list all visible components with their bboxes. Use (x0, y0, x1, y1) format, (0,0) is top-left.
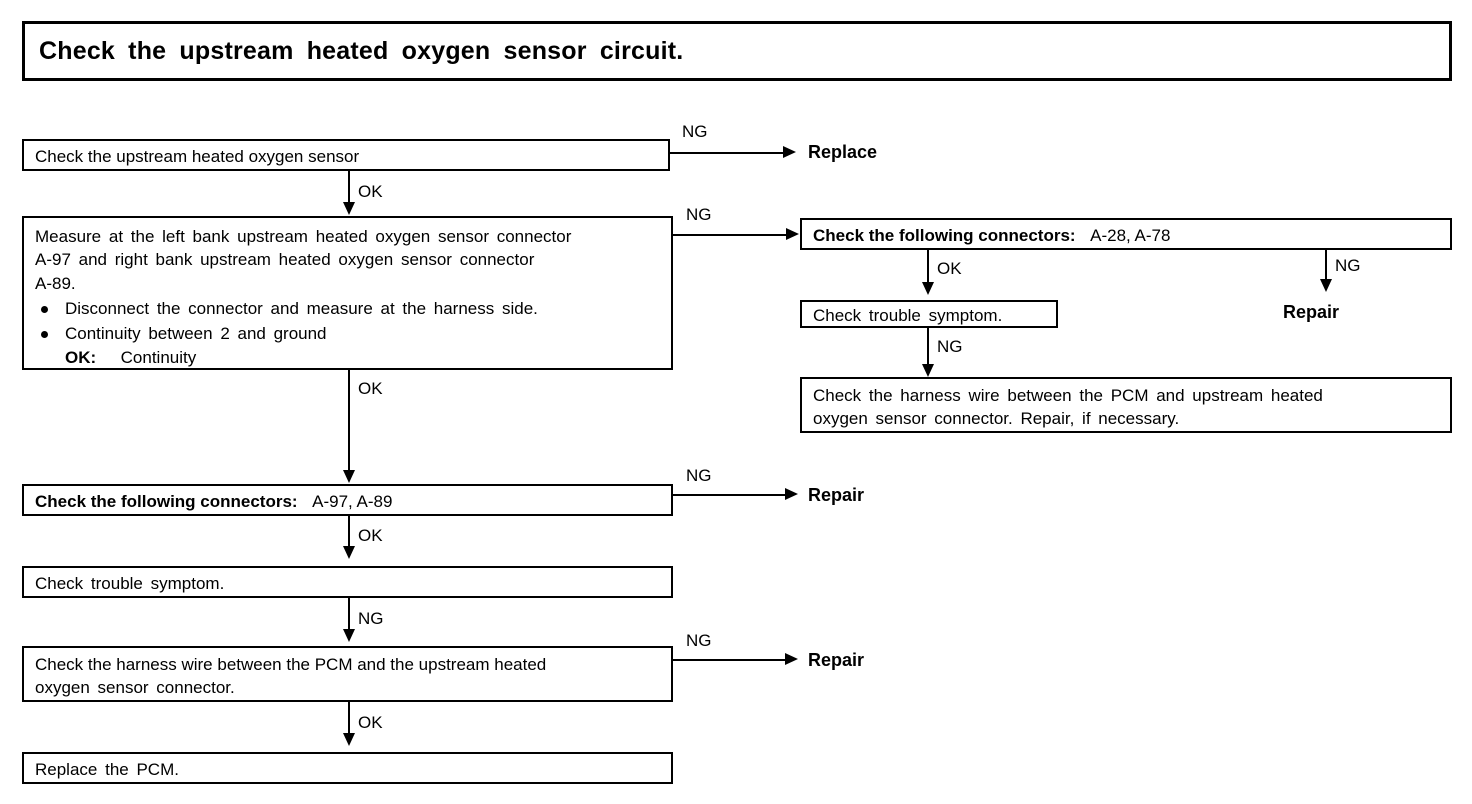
edge-label-ng-2: NG (686, 205, 712, 224)
edge-label-ng-right-1: NG (1335, 256, 1361, 275)
page-title: Check the upstream heated oxygen sensor … (39, 36, 684, 65)
node-check-harness-right-line-1: Check the harness wire between the PCM a… (813, 386, 1323, 405)
bullet-dot-icon (41, 306, 48, 314)
edge-ng-5-arrowhead (785, 653, 798, 665)
edge-ok-1-line (348, 171, 350, 204)
list-item: Disconnect the connector and measure at … (35, 297, 671, 320)
edge-ok-2-arrowhead (343, 470, 355, 483)
edge-label-ok-1: OK (358, 182, 383, 201)
node-measure-connectors[interactable]: Measure at the left bank upstream heated… (22, 216, 673, 370)
edge-label-ng-3: NG (686, 466, 712, 485)
list-item: Continuity between 2 and ground (35, 322, 671, 345)
node-check-upstream-sensor[interactable]: Check the upstream heated oxygen sensor (22, 139, 670, 171)
edge-ng-right-1-arrowhead (1320, 279, 1332, 292)
node-measure-bullet-1: Disconnect the connector and measure at … (65, 299, 538, 319)
node-measure-line-2: A-97 and right bank upstream heated oxyg… (35, 250, 535, 270)
edge-ng-right-2-arrowhead (922, 364, 934, 377)
node-check-harness-left[interactable]: Check the harness wire between the PCM a… (22, 646, 673, 702)
terminal-repair-bottom-left: Repair (808, 650, 865, 670)
node-measure-line-3: A-89. (35, 273, 76, 293)
edge-ok-right-1-arrowhead (922, 282, 934, 295)
edge-ok-2-line (348, 370, 350, 475)
node-measure-ok-value: Continuity (120, 348, 197, 368)
edge-ok-3-line (348, 516, 350, 549)
edge-ng-4-arrowhead (343, 629, 355, 642)
edge-ng-1-line (670, 152, 787, 154)
edge-ng-3-arrowhead (785, 488, 798, 500)
edge-ng-1-arrowhead (783, 146, 796, 158)
node-measure-bullet-2: Continuity between 2 and ground (65, 323, 327, 343)
node-replace-pcm[interactable]: Replace the PCM. (22, 752, 673, 784)
terminal-repair-mid-left: Repair (808, 485, 865, 505)
edge-label-ng-1: NG (682, 122, 708, 141)
edge-ng-4-line (348, 598, 350, 631)
node-check-trouble-symptom-right-text: Check trouble symptom. (813, 306, 1003, 325)
edge-ok-4-arrowhead (343, 733, 355, 746)
node-check-trouble-symptom-left[interactable]: Check trouble symptom. (22, 566, 673, 598)
edge-label-ng-right-2: NG (937, 337, 963, 356)
node-check-connectors-right-label: Check the following connectors: (813, 226, 1076, 245)
node-check-connectors-left-label: Check the following connectors: (35, 492, 298, 511)
node-check-connectors-right-value: A-28, A-78 (1090, 226, 1171, 245)
edge-ok-right-1-line (927, 250, 929, 284)
terminal-repair-right: Repair (1283, 302, 1340, 322)
node-check-connectors-left[interactable]: Check the following connectors: A-97, A-… (22, 484, 673, 516)
edge-label-ok-4: OK (358, 713, 383, 732)
node-check-harness-right-line-2: oxygen sensor connector. Repair, if nece… (813, 409, 1180, 429)
edge-ng-2-arrowhead (786, 228, 799, 240)
edge-ng-2-line (673, 234, 789, 236)
node-check-trouble-symptom-right[interactable]: Check trouble symptom. (800, 300, 1058, 328)
edge-label-ng-5: NG (686, 631, 712, 650)
terminal-replace-top: Replace (808, 142, 878, 162)
node-check-harness-right[interactable]: Check the harness wire between the PCM a… (800, 377, 1452, 433)
bullet-dot-icon (41, 330, 48, 338)
edge-label-ok-3: OK (358, 526, 383, 545)
node-measure-line-1: Measure at the left bank upstream heated… (35, 227, 572, 246)
node-check-trouble-symptom-left-text: Check trouble symptom. (35, 574, 225, 593)
edge-ok-1-arrowhead (343, 202, 355, 215)
node-check-connectors-right[interactable]: Check the following connectors: A-28, A-… (800, 218, 1452, 250)
edge-ng-right-1-line (1325, 250, 1327, 281)
edge-ok-4-line (348, 702, 350, 735)
edge-label-ok-right-1: OK (937, 259, 962, 278)
node-measure-ok-label: OK: (65, 348, 97, 368)
edge-ng-3-line (673, 494, 788, 496)
node-check-harness-left-line-1: Check the harness wire between the PCM a… (35, 655, 547, 674)
page-title-box: Check the upstream heated oxygen sensor … (22, 21, 1452, 81)
edge-label-ng-4: NG (358, 609, 384, 628)
node-replace-pcm-text: Replace the PCM. (35, 760, 179, 779)
edge-label-ok-2: OK (358, 379, 383, 398)
edge-ok-3-arrowhead (343, 546, 355, 559)
edge-ng-5-line (673, 659, 788, 661)
node-check-harness-left-line-2: oxygen sensor connector. (35, 678, 235, 698)
node-measure-bullet-list: Disconnect the connector and measure at … (35, 297, 671, 345)
node-check-connectors-left-value: A-97, A-89 (312, 492, 393, 511)
edge-ng-right-2-line (927, 328, 929, 367)
node-check-upstream-sensor-text: Check the upstream heated oxygen sensor (35, 147, 360, 166)
node-measure-ok-row: OK: Continuity (35, 346, 671, 369)
